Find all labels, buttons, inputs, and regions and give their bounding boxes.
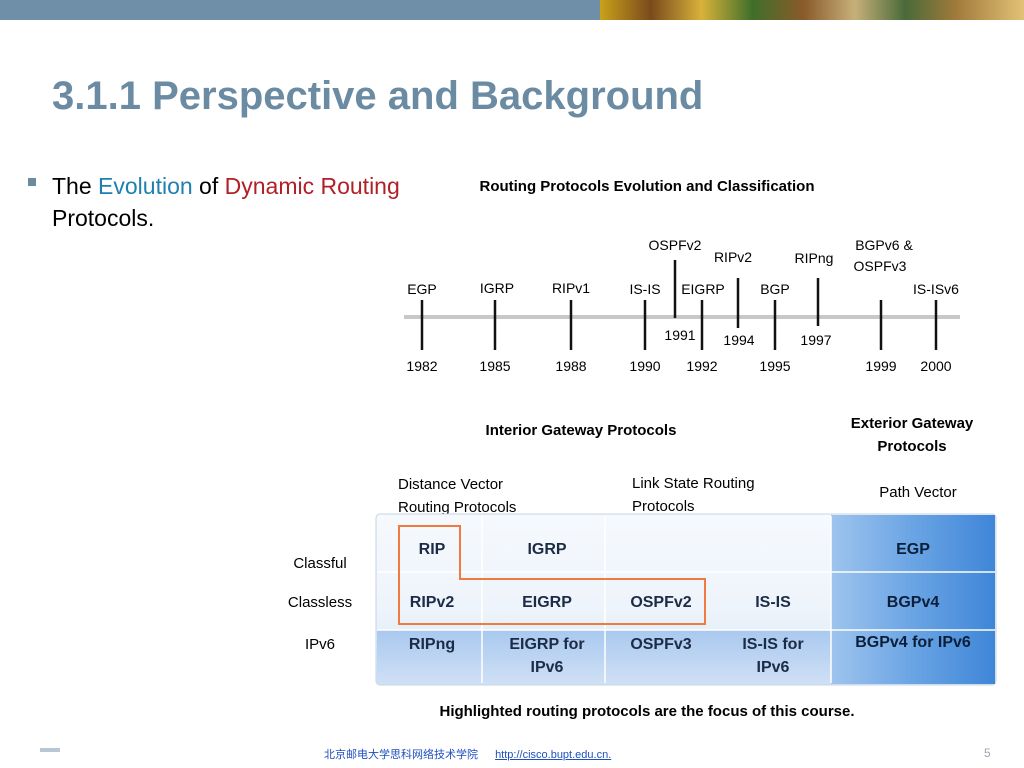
diagram-note: Highlighted routing protocols are the fo… — [439, 703, 854, 720]
timeline-year: 1991 — [664, 327, 695, 343]
timeline-year: 1995 — [759, 358, 790, 374]
header-egp-line2: Protocols — [877, 438, 946, 455]
footer-url-link[interactable]: http://cisco.bupt.edu.cn. — [495, 749, 612, 761]
timeline-protocol: EIGRP — [681, 281, 725, 297]
protocol-cell: OSPFv3 — [630, 636, 691, 653]
bullet-word-dynamic: Dynamic — [224, 173, 315, 199]
timeline-protocol: IS-IS — [629, 281, 660, 297]
timeline-year: 1982 — [406, 358, 437, 374]
timeline-protocol: OSPFv3 — [854, 258, 907, 274]
timeline-protocol: IGRP — [480, 280, 514, 296]
bullet-word: of — [199, 173, 219, 199]
timeline-year: 1999 — [865, 358, 896, 374]
protocol-cell: OSPFv2 — [630, 594, 691, 611]
timeline-year: 1992 — [686, 358, 717, 374]
timeline-protocol: RIPv1 — [552, 280, 590, 296]
bullet-text: The Evolution of Dynamic Routing Protoco… — [52, 170, 412, 234]
header-banner-image — [600, 0, 1024, 20]
timeline-protocol: IS-ISv6 — [913, 281, 959, 297]
table-egp-column — [831, 515, 995, 684]
timeline-year: 1985 — [479, 358, 510, 374]
protocol-cell: RIPng — [409, 636, 455, 653]
table-ipv6-band — [377, 630, 831, 684]
timeline-axis — [404, 315, 960, 319]
timeline-protocol: BGP — [760, 281, 790, 297]
slide-title: 3.1.1 Perspective and Background — [52, 74, 704, 118]
protocol-cell: RIPv2 — [410, 594, 455, 611]
bullet-word: Protocols. — [52, 205, 155, 231]
header-distance-vector-line1: Distance Vector — [398, 476, 503, 493]
footer: 北京邮电大学思科网络技术学院 http://cisco.bupt.edu.cn. — [324, 746, 611, 762]
header-distance-vector-line2: Routing Protocols — [398, 499, 516, 516]
header-link-state-line1: Link State Routing — [632, 475, 755, 492]
timeline: EGP 1982 IGRP 1985 RIPv1 1988 IS-IS 1990 EIGRP 19… — [404, 237, 960, 374]
timeline-year: 1994 — [723, 332, 754, 348]
course-focus-highlight — [398, 525, 706, 625]
timeline-year: 1988 — [555, 358, 586, 374]
diagram-title: Routing Protocols Evolution and Classifi… — [479, 178, 814, 195]
protocol-cell: EIGRP — [522, 594, 572, 611]
protocol-cell: RIP — [419, 541, 446, 558]
bullet-word-routing: Routing — [320, 173, 400, 199]
protocol-cell: IS-IS — [755, 594, 791, 611]
timeline-year: 1990 — [629, 358, 660, 374]
bullet-word-evolution: Evolution — [98, 173, 193, 199]
footer-institution: 北京邮电大学思科网络技术学院 — [324, 749, 478, 761]
bullet-marker — [28, 178, 36, 186]
row-label: IPv6 — [305, 636, 335, 653]
timeline-protocol: EGP — [407, 281, 437, 297]
row-label: Classless — [288, 594, 352, 611]
bullet-word: The — [52, 173, 92, 199]
protocol-cell: BGPv4 for IPv6 — [855, 634, 971, 651]
timeline-protocol: RIPv2 — [714, 249, 752, 265]
classification-table: RIP IGRP EGP RIPv2 EIGRP OSPFv2 IS-IS BGPv4RIPn… — [375, 513, 997, 686]
row-label: Classful — [293, 555, 346, 572]
timeline-protocol: BGPv6 & — [855, 237, 913, 253]
header-igp: Interior Gateway Protocols — [486, 422, 677, 439]
protocol-cell: IGRP — [527, 541, 566, 558]
protocol-cell: BGPv4 — [887, 594, 940, 611]
header-link-state-line2: Protocols — [632, 498, 695, 515]
footer-logo — [40, 748, 60, 752]
page-number: 5 — [984, 746, 991, 760]
timeline-protocol: RIPng — [795, 250, 834, 266]
timeline-year: 1997 — [800, 332, 831, 348]
header-egp-line1: Exterior Gateway — [851, 415, 974, 432]
header-path-vector: Path Vector — [879, 484, 957, 501]
timeline-year: 2000 — [920, 358, 951, 374]
timeline-protocol: OSPFv2 — [649, 237, 702, 253]
protocol-cell: EGP — [896, 541, 930, 558]
